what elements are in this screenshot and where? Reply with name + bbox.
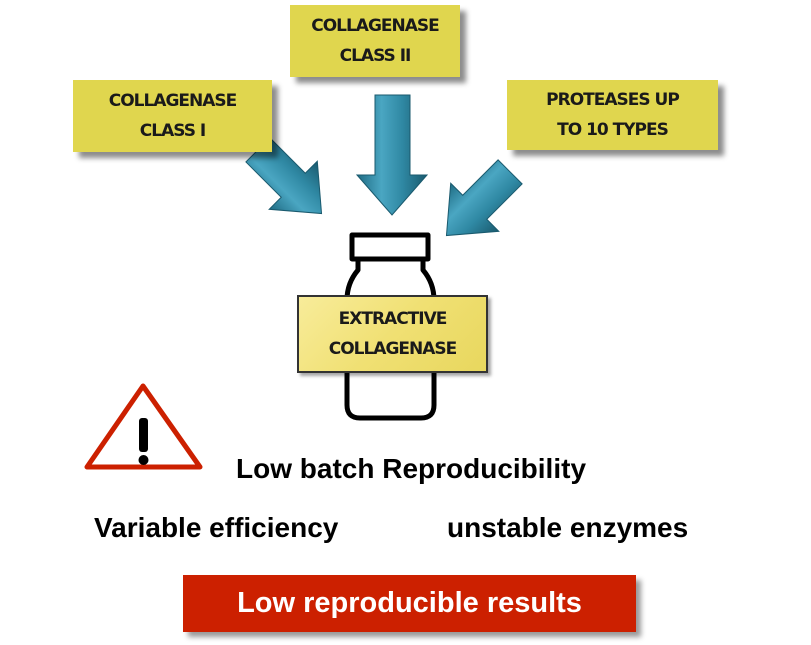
product-line2: COLLAGENASE [328,339,458,359]
source-box-line1: COLLAGENASE [108,91,238,111]
result-text: Low reproducible results [237,587,582,619]
source-box-line1: COLLAGENASE [311,16,440,36]
source-box-line1: PROTEASES UP [546,90,680,110]
source-box-line2: CLASS II [339,46,412,66]
result-box: Low reproducible results [183,575,636,632]
source-box-proteases: PROTEASES UP TO 10 TYPES [507,80,718,150]
source-box-collagenase-class-2: COLLAGENASE CLASS II [290,5,460,77]
issue-batch-reproducibility: Low batch Reproducibility [236,453,587,484]
source-box-line2: TO 10 TYPES [557,120,669,140]
product-label-box: EXTRACTIVE COLLAGENASE [297,295,488,373]
warning-icon [84,383,203,470]
arrow-down-left-icon [445,159,523,237]
source-box-line2: CLASS I [139,121,206,141]
issue-variable-efficiency: Variable efficiency [94,512,339,543]
source-box-collagenase-class-1: COLLAGENASE CLASS I [73,80,272,152]
arrow-down-icon [355,94,429,216]
product-line1: EXTRACTIVE [338,309,448,329]
issue-unstable-enzymes: unstable enzymes [447,512,689,543]
arrow-down-right-icon [245,137,323,215]
bottle-icon [344,232,437,421]
